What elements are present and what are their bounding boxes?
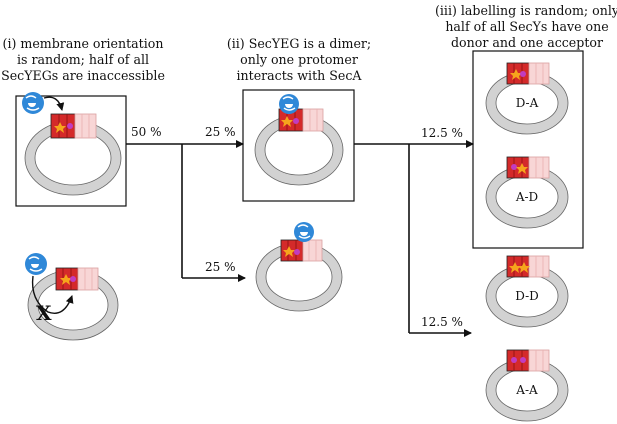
label-a-a: A-A bbox=[515, 383, 538, 397]
donor-dye-a-d bbox=[516, 163, 528, 174]
acceptor-dye-a-d bbox=[511, 164, 517, 170]
caption-step3-line2: half of all SecYs have one bbox=[445, 19, 608, 34]
caption-step2-line3: interacts with SecA bbox=[237, 68, 363, 83]
caption-step3-line1: (iii) labelling is random; only bbox=[435, 3, 617, 18]
seca-motor-step2 bbox=[279, 94, 299, 114]
secy-dimer-a-a bbox=[506, 349, 550, 372]
step3-box bbox=[472, 50, 584, 249]
acceptor-dye-a-a-1 bbox=[511, 357, 517, 363]
donor-dye-inaccessible bbox=[60, 274, 72, 285]
caption-step3-line3: donor and one acceptor bbox=[451, 35, 604, 50]
label-a-d: A-D bbox=[515, 190, 538, 204]
donor-dye-d-d-1 bbox=[509, 262, 521, 273]
acceptor-dye-step2 bbox=[293, 118, 299, 124]
acceptor-dye-a-a-2 bbox=[520, 357, 526, 363]
pct-25-top: 25 % bbox=[205, 125, 236, 139]
seca-motor-step1 bbox=[22, 92, 44, 114]
caption-step1-line3: SecYEGs are inaccessible bbox=[1, 68, 165, 83]
seca-motor-inaccessible bbox=[25, 253, 47, 275]
caption-step2-line2: only one protomer bbox=[240, 52, 359, 67]
caption-step1-line1: (i) membrane orientation bbox=[3, 36, 164, 51]
acceptor-dye-d-a bbox=[520, 71, 526, 77]
donor-dye-unbound bbox=[283, 246, 295, 257]
caption-step1-line2: is random; half of all bbox=[17, 52, 149, 67]
donor-dye-step1 bbox=[54, 122, 66, 133]
donor-dye-d-a bbox=[510, 69, 522, 80]
acceptor-dye-inaccessible bbox=[70, 276, 76, 282]
secy-dimer-inaccessible bbox=[55, 267, 99, 291]
pct-50: 50 % bbox=[131, 125, 162, 139]
label-d-d: D-D bbox=[515, 289, 539, 303]
pct-12-5-bottom: 12.5 % bbox=[421, 315, 463, 329]
acceptor-dye-step1 bbox=[67, 123, 73, 129]
label-d-a: D-A bbox=[516, 96, 539, 110]
step1-box bbox=[15, 95, 127, 207]
seca-motor-unbound bbox=[294, 222, 314, 242]
blocked-binding-arrow bbox=[31, 275, 74, 314]
block-mark: X bbox=[36, 301, 52, 325]
pct-12-5-top: 12.5 % bbox=[421, 126, 463, 140]
donor-dye-d-d-2 bbox=[518, 262, 530, 273]
binding-arrow-step1 bbox=[43, 96, 65, 111]
acceptor-dye-unbound bbox=[294, 249, 300, 255]
caption-step2-line1: (ii) SecYEG is a dimer; bbox=[227, 36, 371, 51]
donor-dye-step2 bbox=[281, 116, 293, 127]
pct-25-bottom: 25 % bbox=[205, 260, 236, 274]
